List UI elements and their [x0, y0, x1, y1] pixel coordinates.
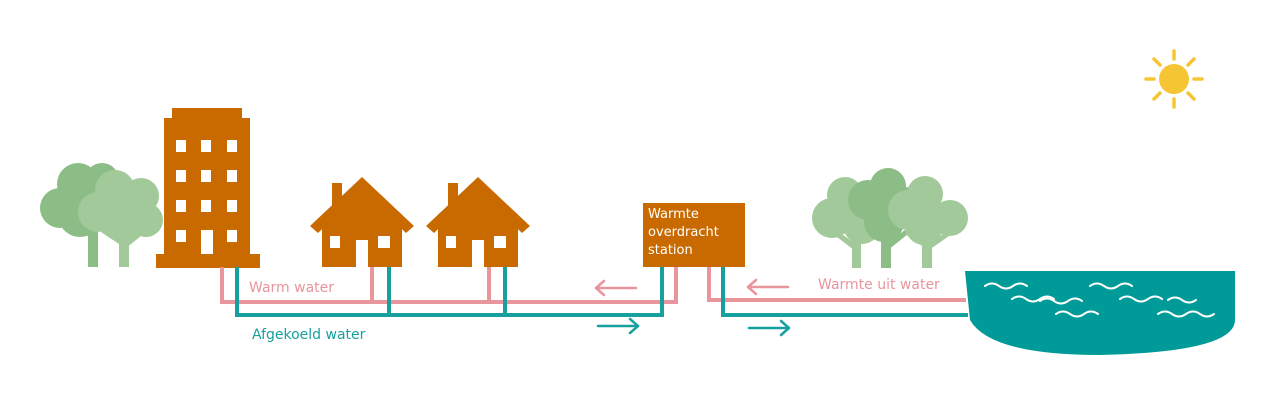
station-label-line: Warmte [648, 207, 699, 222]
arrow-left-icon [746, 278, 790, 296]
water-lake [965, 271, 1235, 355]
heat-from-water-label: Warmte uit water [818, 277, 940, 293]
sun-icon [1144, 49, 1204, 109]
heat-transfer-station [643, 203, 745, 267]
warm-water-label: Warm water [249, 280, 334, 296]
arrow-right-icon [596, 317, 640, 335]
warm-water-pipe-right [707, 267, 966, 302]
arrow-right-icon [747, 319, 791, 337]
arrow-left-icon [594, 279, 638, 297]
apartment-building-icon [156, 108, 260, 268]
cooled-water-label: Afgekoeld water [252, 327, 366, 343]
station-label: Warmte overdracht station [648, 206, 743, 260]
trees-left-icon [40, 163, 163, 267]
warm-water-pipe-left [220, 267, 678, 304]
station-label-line: overdracht [648, 225, 719, 240]
cooled-water-pipe-right [721, 267, 968, 317]
trees-right-icon [812, 168, 968, 268]
cooled-water-pipe-left [235, 267, 664, 317]
station-label-line: station [648, 243, 693, 258]
house-icon [310, 177, 414, 267]
house-icon [426, 177, 530, 267]
